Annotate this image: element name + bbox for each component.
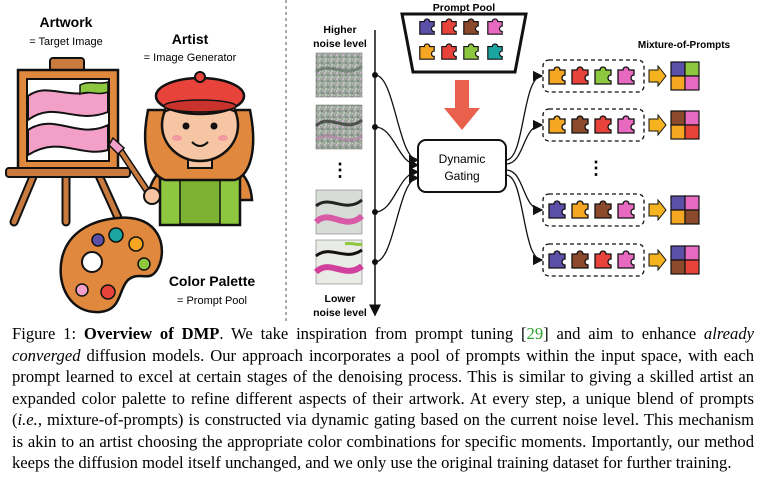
noise-ellipsis: ⋮ bbox=[331, 160, 349, 180]
svg-text:noise level: noise level bbox=[313, 38, 367, 50]
dynamic-gating-box: Dynamic Gating bbox=[417, 139, 507, 193]
figure-label: Figure 1: bbox=[12, 324, 84, 343]
caption-emphasis-2: i.e. bbox=[17, 410, 38, 429]
svg-text:= Prompt Pool: = Prompt Pool bbox=[177, 295, 247, 307]
caption-text-1: . We take inspiration from prompt tuning… bbox=[219, 324, 527, 343]
svg-text:Dynamic: Dynamic bbox=[439, 152, 486, 166]
svg-text:Artist: Artist bbox=[172, 31, 209, 47]
noise-to-gating-lines bbox=[374, 74, 420, 263]
palette-label: Color Palette = Prompt Pool bbox=[169, 273, 256, 307]
svg-text:Color Palette: Color Palette bbox=[169, 273, 256, 289]
caption-text-4: , mixture-of-prompts) is constructed via… bbox=[12, 410, 754, 472]
overview-figure: Artwork = Target Image Artist = Image Ge… bbox=[5, 0, 731, 322]
easel-icon bbox=[5, 57, 131, 227]
svg-text:Higher: Higher bbox=[323, 24, 356, 36]
caption-text-3: diffusion models. Our approach incorpora… bbox=[12, 345, 754, 430]
mixture-title: Mixture-of-Prompts bbox=[638, 40, 731, 51]
noisy-image-2 bbox=[314, 104, 363, 150]
artist-icon bbox=[108, 71, 255, 227]
noise-level-bottom-label: Lower noise level bbox=[313, 293, 367, 319]
citation-link[interactable]: 29 bbox=[526, 324, 544, 343]
caption-emphasis-1: already converged bbox=[12, 324, 754, 365]
caption-text-2: ] and aim to enhance bbox=[543, 324, 704, 343]
mixture-ellipsis: ⋮ bbox=[587, 158, 605, 178]
svg-text:Lower: Lower bbox=[325, 293, 356, 305]
svg-text:= Image Generator: = Image Generator bbox=[144, 52, 237, 64]
noise-level-top-label: Higher noise level bbox=[313, 24, 367, 50]
noisy-image-1 bbox=[315, 52, 363, 98]
mixture-row-2 bbox=[542, 108, 700, 142]
palette-icon bbox=[59, 216, 163, 314]
figure-caption: Figure 1: Overview of DMP. We take inspi… bbox=[12, 323, 754, 474]
mixture-row-3 bbox=[542, 193, 700, 227]
gating-to-mixture-lines bbox=[505, 70, 544, 266]
mixture-row-1 bbox=[542, 59, 700, 93]
noisy-image-3 bbox=[313, 189, 365, 235]
svg-text:= Target Image: = Target Image bbox=[29, 36, 102, 48]
svg-text:Gating: Gating bbox=[444, 169, 479, 183]
pool-to-gating-arrow bbox=[444, 80, 480, 130]
figure-title: Overview of DMP bbox=[83, 324, 220, 343]
svg-text:Artwork: Artwork bbox=[40, 14, 93, 30]
prompt-pool-title: Prompt Pool bbox=[433, 2, 495, 14]
mixture-row-4 bbox=[542, 243, 700, 277]
svg-text:noise level: noise level bbox=[313, 307, 367, 319]
artwork-label: Artwork = Target Image bbox=[29, 14, 102, 48]
noisy-image-4 bbox=[313, 239, 364, 285]
artist-label: Artist = Image Generator bbox=[144, 31, 237, 64]
